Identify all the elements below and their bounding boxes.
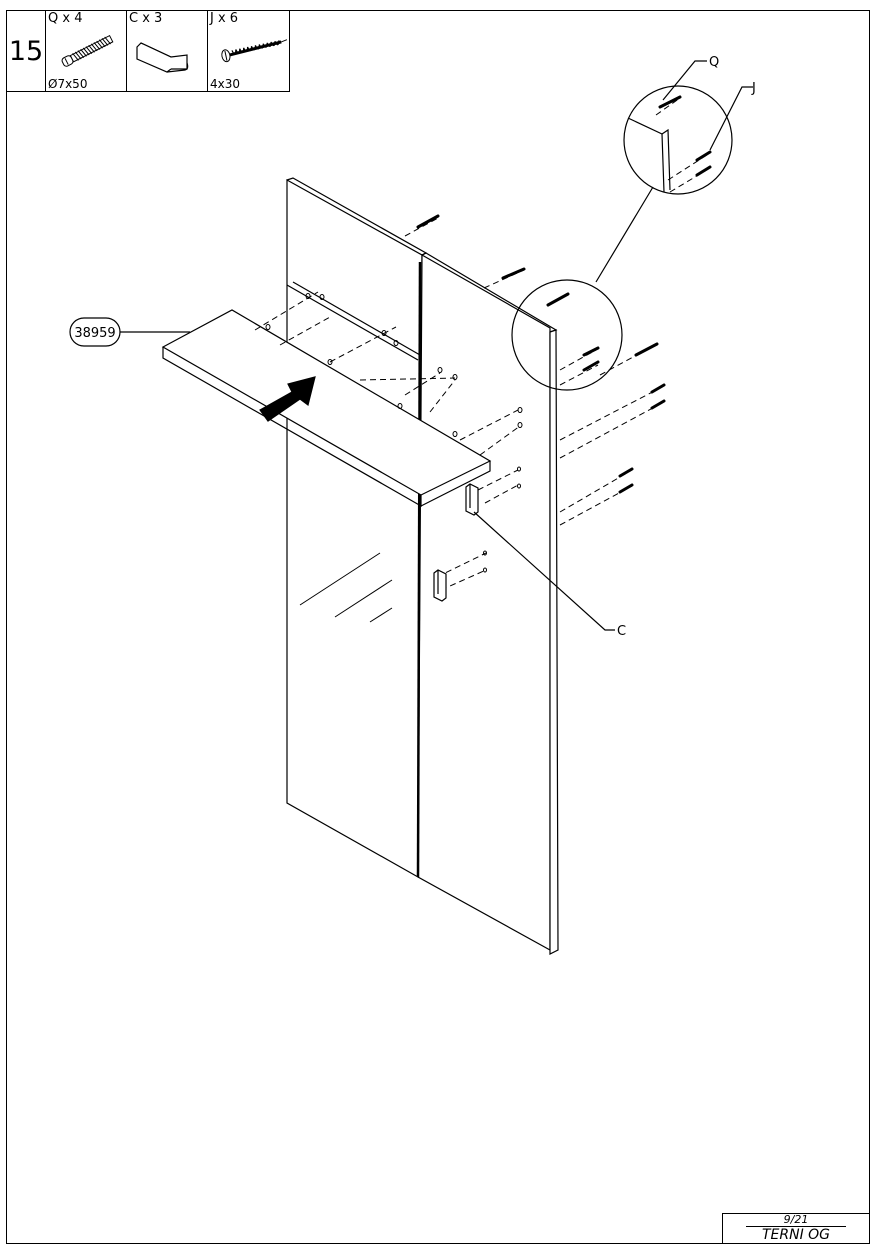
callout-j: J <box>751 81 756 96</box>
dowel-screw-icon <box>61 34 114 67</box>
step-number: 15 <box>6 10 46 92</box>
footer-divider <box>746 1226 846 1227</box>
handle-bottom <box>433 569 447 602</box>
part-q-dimension: Ø7x50 <box>48 77 88 91</box>
right-panel <box>416 252 559 955</box>
handle-top <box>465 483 479 516</box>
part-number-text: 38959 <box>74 326 115 341</box>
callout-c: C <box>617 624 626 639</box>
mirror-reflection <box>299 552 393 623</box>
detail-circle-zoom <box>623 85 733 195</box>
part-q-cell: Q x 4 Ø7x50 <box>45 10 127 92</box>
part-number-bubble <box>69 317 121 347</box>
callout-q: Q <box>709 55 719 70</box>
part-q-label: Q x 4 <box>48 11 83 26</box>
part-j-dimension: 4x30 <box>210 77 241 91</box>
handle-icon <box>136 42 189 73</box>
part-j-cell: J x 6 4x30 <box>207 10 290 92</box>
part-c-label: C x 3 <box>129 11 163 26</box>
page-number: 9/21 <box>783 1213 809 1226</box>
page-footer: 9/21 TERNI OG <box>722 1213 870 1244</box>
shelf-38959 <box>161 309 492 508</box>
part-j-label: J x 6 <box>210 11 239 26</box>
page-frame <box>6 10 870 1244</box>
product-name: TERNI OG <box>761 1227 831 1243</box>
detail-circle-small <box>511 279 623 391</box>
insert-arrow <box>259 376 316 422</box>
wood-screw-icon <box>221 39 288 63</box>
left-panel <box>286 177 428 879</box>
